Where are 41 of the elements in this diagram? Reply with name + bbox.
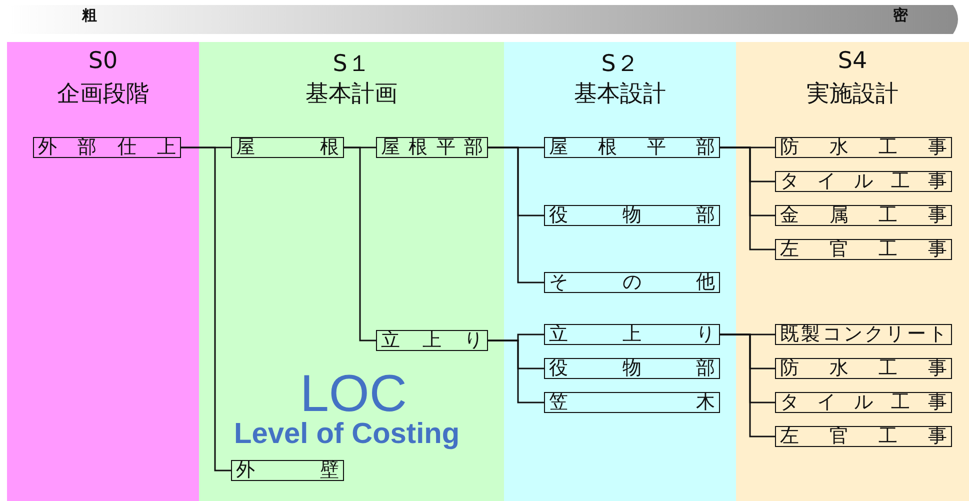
stage-column <box>736 42 969 501</box>
item-box: 既製コンクリート <box>775 324 952 345</box>
stage-name: 企画段階 <box>56 80 150 109</box>
overlay-title: LOC <box>300 368 407 420</box>
item-box: 屋根平部 <box>376 137 488 158</box>
item-box: 立上り <box>376 330 488 351</box>
stage-column <box>199 42 504 501</box>
stage-name: 基本設計 <box>573 80 667 109</box>
stage-column <box>7 42 199 501</box>
item-box: 外壁 <box>231 460 344 481</box>
scale-label: 粗 <box>82 8 97 23</box>
item-box: 役物部 <box>544 205 720 226</box>
scale-label: 密 <box>893 8 908 23</box>
item-box: 左官工事 <box>775 239 952 260</box>
item-box: 防水工事 <box>775 358 952 379</box>
item-box: 金属工事 <box>775 205 952 226</box>
stage-column <box>504 42 736 501</box>
stage-code: S１ <box>332 50 372 79</box>
item-box: 立上り <box>544 324 720 345</box>
item-box: 笠木 <box>544 392 720 413</box>
stage-code: S0 <box>87 48 119 74</box>
tree-connector <box>344 146 376 342</box>
item-box: 屋根平部 <box>544 137 720 158</box>
item-box: タイル工事 <box>775 171 952 192</box>
tree-connector <box>488 146 544 284</box>
item-box: その他 <box>544 272 720 293</box>
stage-code: S２ <box>600 50 640 79</box>
stage-name: 実施設計 <box>806 80 900 109</box>
overlay-subtitle: Level of Costing <box>234 420 460 449</box>
item-box: 外部仕上 <box>33 137 181 158</box>
item-box: 左官工事 <box>775 426 952 447</box>
tree-connector <box>181 146 231 472</box>
tree-connector <box>720 146 775 250</box>
stage-code: S4 <box>836 48 868 74</box>
tree-connector <box>488 340 544 404</box>
item-box: 屋根 <box>231 137 344 158</box>
item-box: 防水工事 <box>775 137 952 158</box>
item-box: 役物部 <box>544 358 720 379</box>
tree-connector <box>720 334 775 438</box>
item-box: タイル工事 <box>775 392 952 413</box>
stage-name: 基本計画 <box>304 80 398 109</box>
